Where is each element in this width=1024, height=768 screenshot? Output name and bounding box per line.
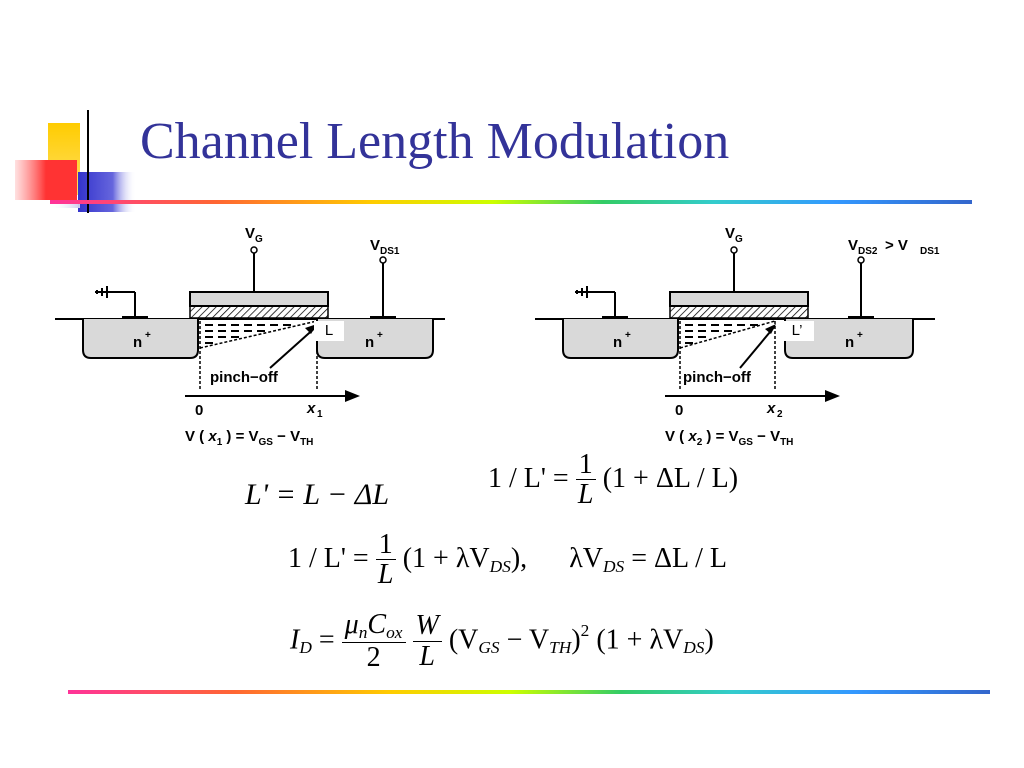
source-sup: + bbox=[145, 330, 151, 341]
eq4-fraction-2: W L bbox=[412, 611, 442, 672]
length-box-right: L’ bbox=[780, 321, 814, 341]
vds2-label: V bbox=[848, 237, 858, 254]
eq3-b: λV bbox=[569, 543, 603, 575]
mosfet-diagram-left: V G V DS1 n + n + bbox=[55, 225, 445, 420]
vg-label-right: V bbox=[725, 225, 735, 242]
eq4-gs: GS bbox=[478, 638, 500, 658]
vds2-sub: DS2 bbox=[858, 246, 878, 257]
drain-sup: + bbox=[377, 330, 383, 341]
eq4-c: C bbox=[367, 609, 387, 640]
x1-label: x bbox=[306, 400, 316, 417]
title-underline bbox=[50, 200, 972, 204]
eq4-c-sub: ox bbox=[386, 622, 403, 642]
source-label-right: n bbox=[613, 334, 622, 351]
vg-sub-right: G bbox=[735, 234, 743, 245]
eq2-denominator: L bbox=[577, 479, 594, 511]
eq4-mu: μ bbox=[344, 609, 359, 640]
vds-label: V bbox=[370, 237, 380, 254]
eq2-numerator: 1 bbox=[575, 450, 596, 481]
eq2-rhs: (1 + ΔL / L) bbox=[602, 463, 739, 495]
eq3-rhs-end: ), bbox=[510, 543, 528, 575]
eq4-close: ) bbox=[571, 624, 581, 656]
eq4-tail-sub: DS bbox=[683, 638, 705, 658]
pinch-off-label: pinch−off bbox=[210, 369, 279, 386]
eq4-minus: − V bbox=[499, 624, 550, 656]
vg-sub: G bbox=[255, 234, 263, 245]
vds-compare-sub: DS1 bbox=[920, 246, 940, 257]
vds-sub: DS1 bbox=[380, 246, 400, 257]
eq3-rhs-sub: DS bbox=[489, 556, 511, 576]
length-box-left: L bbox=[314, 321, 344, 341]
equation-1: L' = L − ΔL bbox=[245, 478, 390, 511]
source-label: n bbox=[133, 334, 142, 351]
eq3-rhs: (1 + λV bbox=[402, 543, 490, 575]
eq2-lhs: 1 / L' = bbox=[488, 463, 569, 495]
eq4-square: 2 bbox=[580, 621, 590, 641]
vds-compare: > V bbox=[885, 237, 908, 254]
eq4-w: W bbox=[412, 611, 442, 642]
eq4-lhs: I bbox=[290, 624, 300, 656]
drain-label-right: n bbox=[845, 334, 854, 351]
corner-decoration bbox=[0, 105, 140, 220]
x2-sub: 2 bbox=[777, 409, 783, 420]
mosfet-diagram-right: V G V DS2 > V DS1 n + n + bbox=[535, 225, 940, 420]
eq4-tail-end: ) bbox=[704, 624, 714, 656]
x2-label: x bbox=[766, 400, 776, 417]
drain-sup-right: + bbox=[857, 330, 863, 341]
eq3-numerator: 1 bbox=[375, 530, 396, 561]
x0-label: 0 bbox=[195, 402, 203, 419]
x1-sub: 1 bbox=[317, 409, 323, 420]
bottom-equation-left: V ( x1 ) = VGS − VTH bbox=[185, 428, 314, 448]
eq3-denominator: L bbox=[377, 559, 394, 591]
pinch-off-label-right: pinch−off bbox=[683, 369, 752, 386]
eq4-equals: = bbox=[318, 624, 335, 656]
drain-label: n bbox=[365, 334, 374, 351]
source-sup-right: + bbox=[625, 330, 631, 341]
eq3-b-sub: DS bbox=[602, 556, 625, 576]
slide-title: Channel Length Modulation bbox=[140, 113, 730, 170]
corner-decoration-graphic bbox=[15, 110, 136, 213]
x0-label-right: 0 bbox=[675, 402, 683, 419]
eq4-paren: (V bbox=[448, 624, 479, 656]
eq4-th: TH bbox=[549, 638, 572, 658]
eq4-fraction-1: μnCox 2 bbox=[341, 609, 406, 674]
vg-label: V bbox=[245, 225, 255, 242]
bottom-rule bbox=[68, 690, 990, 694]
eq4-lhs-sub: D bbox=[299, 638, 312, 658]
eq4-l: L bbox=[419, 640, 435, 672]
eq4-mu-sub: n bbox=[358, 622, 368, 642]
eq3-lhs: 1 / L' = bbox=[288, 543, 369, 575]
eq3-b-end: = ΔL / L bbox=[631, 543, 727, 575]
eq4-denominator: 2 bbox=[366, 642, 381, 674]
equation-4: ID = μnCox 2 W L (VGS − VTH)2 (1 + λVDS) bbox=[290, 610, 714, 674]
bottom-equation-right: V ( x2 ) = VGS − VTH bbox=[665, 428, 794, 448]
eq4-tail: (1 + λV bbox=[596, 624, 684, 656]
